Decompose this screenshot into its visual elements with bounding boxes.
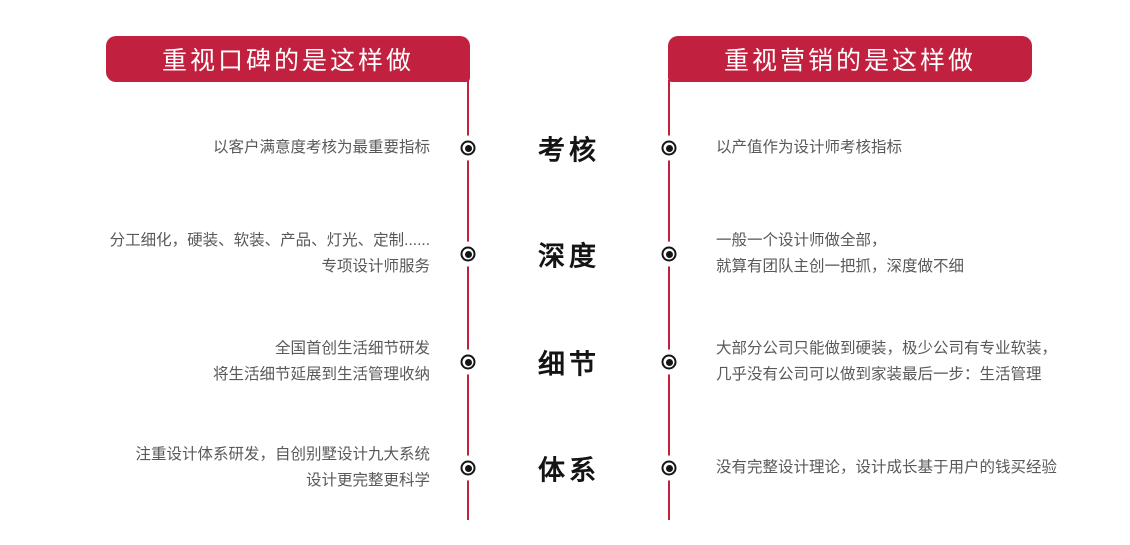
right-item-text-4: 没有完整设计理论，设计成长基于用户的钱买经验 (716, 459, 1058, 476)
left-item-text-1: 以客户满意度考核为最重要指标 (212, 139, 430, 156)
bullseye-icon (460, 140, 476, 156)
bullseye-icon (661, 354, 677, 370)
bullseye-icon (661, 460, 677, 476)
bullseye-icon (460, 354, 476, 370)
bullseye-icon (661, 140, 677, 156)
category-label-3: 细节 (538, 349, 600, 380)
left-timeline-line (467, 80, 469, 520)
bullseye-icon (460, 246, 476, 262)
right-header-banner: 重视营销的是这样做 (668, 36, 1032, 82)
category-label-1: 考核 (538, 135, 600, 166)
right-timeline-line (668, 80, 670, 520)
bullseye-icon (661, 246, 677, 262)
bullseye-icon (460, 460, 476, 476)
left-header-banner: 重视口碑的是这样做 (106, 36, 470, 82)
category-label-2: 深度 (538, 241, 600, 272)
category-label-4: 体系 (538, 455, 600, 486)
right-item-text-1: 以产值作为设计师考核指标 (716, 139, 903, 156)
right-item-text-2: 一般一个设计师做全部， 就算有团队主创一把抓，深度做不细 (716, 232, 965, 275)
left-item-text-2: 分工细化，硬装、软装、产品、灯光、定制...... 专项设计师服务 (109, 232, 430, 275)
left-item-text-4: 注重设计体系研发，自创别墅设计九大系统 设计更完整更科学 (135, 446, 430, 489)
right-item-text-3: 大部分公司只能做到硬装，极少公司有专业软装， 几乎没有公司可以做到家装最后一步：… (716, 340, 1058, 383)
left-item-text-3: 全国首创生活细节研发 将生活细节延展到生活管理收纳 (212, 340, 430, 383)
